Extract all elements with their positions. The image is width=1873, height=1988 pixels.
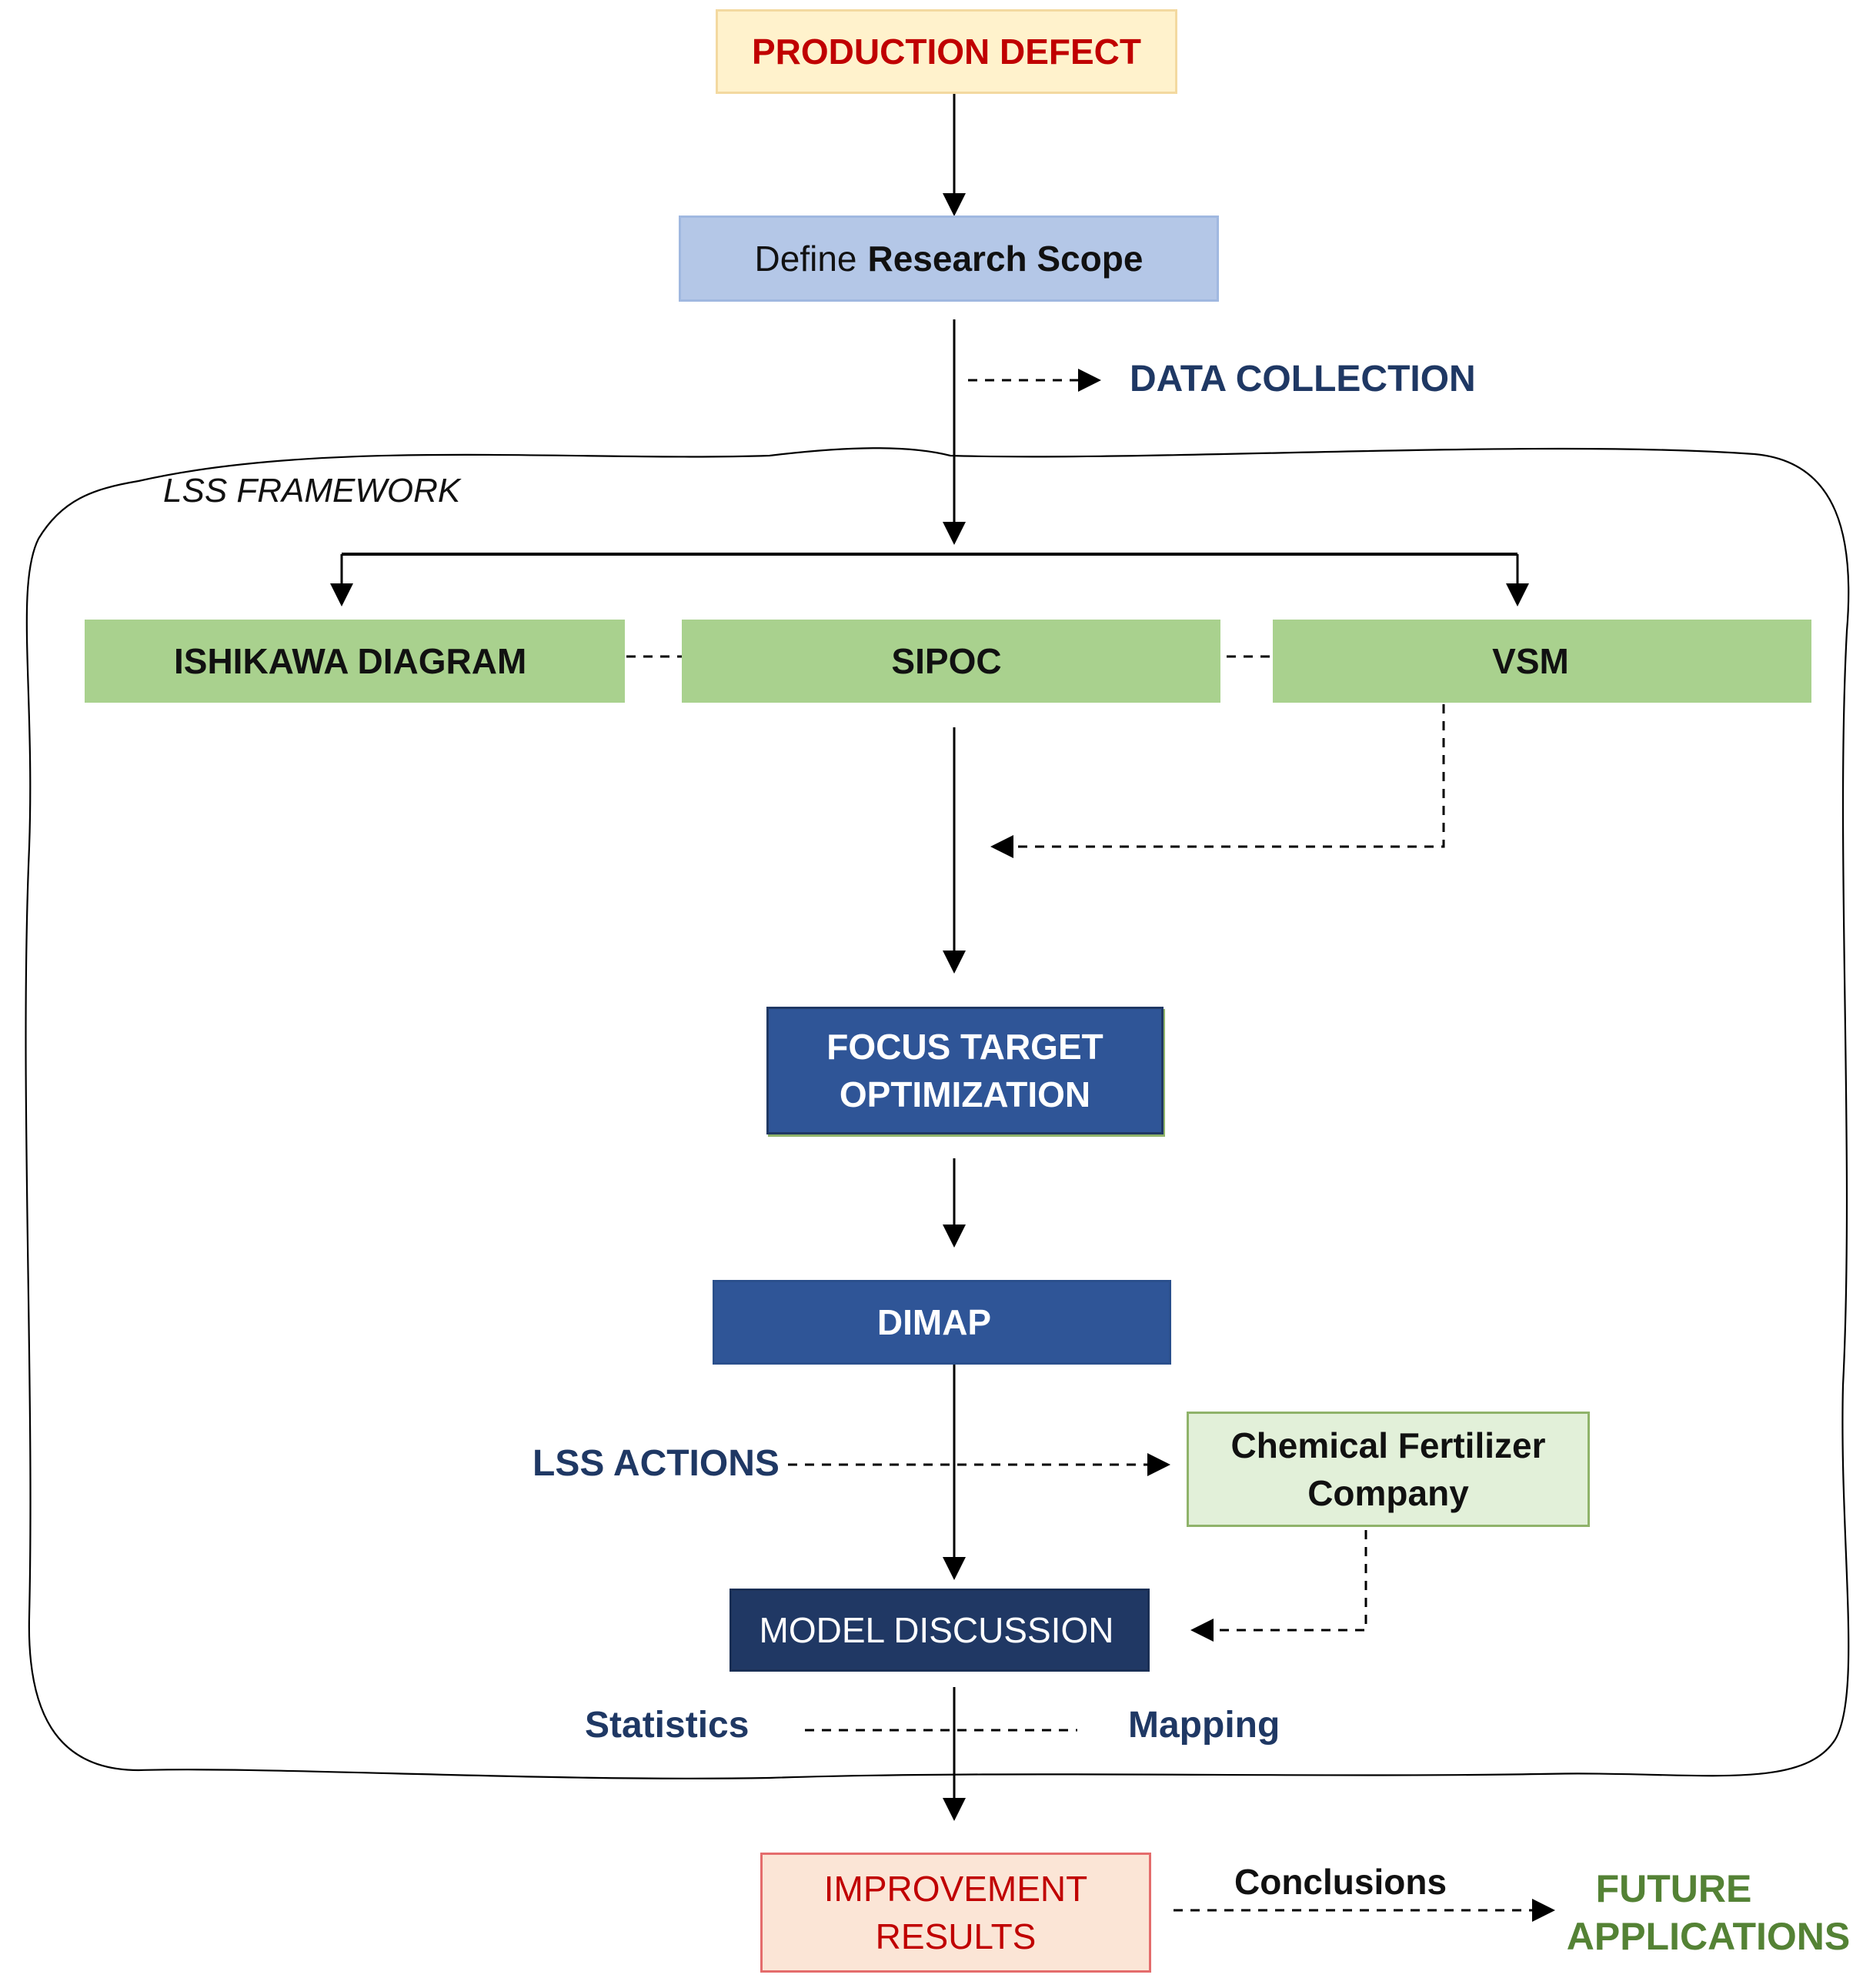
focus-target-label: FOCUS TARGET <box>826 1026 1103 1067</box>
research-scope-label: Research Scope <box>867 238 1143 279</box>
data-collection-label: DATA COLLECTION <box>1130 359 1476 399</box>
define-research-scope-box: Define Research Scope <box>679 216 1219 302</box>
lss-actions-label: LSS ACTIONS <box>533 1443 780 1484</box>
define-prefix-label: Define <box>754 238 857 279</box>
results-label: RESULTS <box>875 1916 1037 1956</box>
arrow-company-to-model <box>1190 1530 1367 1642</box>
company-label: Company <box>1307 1473 1469 1513</box>
chemical-fertilizer-label: Chemical Fertilizer <box>1230 1425 1546 1465</box>
arrow-vsm-feedback <box>990 704 1445 858</box>
future-label: FUTURE <box>1595 1866 1752 1910</box>
ishikawa-diagram-box: ISHIKAWA DIAGRAM <box>85 620 625 703</box>
chemical-fertilizer-company-box: Chemical Fertilizer Company <box>1187 1412 1590 1527</box>
improvement-results-box: IMPROVEMENT RESULTS <box>760 1853 1151 1973</box>
vsm-box: VSM <box>1273 620 1811 703</box>
conclusions-label: Conclusions <box>1234 1862 1447 1902</box>
vsm-label: VSM <box>1492 640 1569 681</box>
statistics-label: Statistics <box>585 1705 750 1746</box>
model-discussion-label: MODEL DISCUSSION <box>759 1609 1114 1650</box>
sipoc-label: SIPOC <box>891 640 1002 681</box>
lss-framework-label: LSS FRAMEWORK <box>163 472 461 510</box>
optimization-label: OPTIMIZATION <box>839 1074 1091 1114</box>
sipoc-box: SIPOC <box>682 620 1220 703</box>
production-defect-label: PRODUCTION DEFECT <box>752 31 1141 72</box>
improvement-label: IMPROVEMENT <box>823 1868 1088 1909</box>
dimap-box: DIMAP <box>713 1280 1171 1365</box>
mapping-label: Mapping <box>1128 1705 1280 1746</box>
model-discussion-box: MODEL DISCUSSION <box>730 1589 1150 1672</box>
future-applications-label: FUTURE APPLICATIONS <box>1562 1855 1855 1970</box>
dimap-label: DIMAP <box>876 1301 992 1342</box>
focus-target-optimization-box: FOCUS TARGET OPTIMIZATION <box>766 1007 1164 1134</box>
applications-label: APPLICATIONS <box>1566 1915 1851 1958</box>
lss-framework-boundary <box>25 447 1850 1779</box>
production-defect-box: PRODUCTION DEFECT <box>716 9 1177 94</box>
ishikawa-diagram-label: ISHIKAWA DIAGRAM <box>174 640 527 681</box>
